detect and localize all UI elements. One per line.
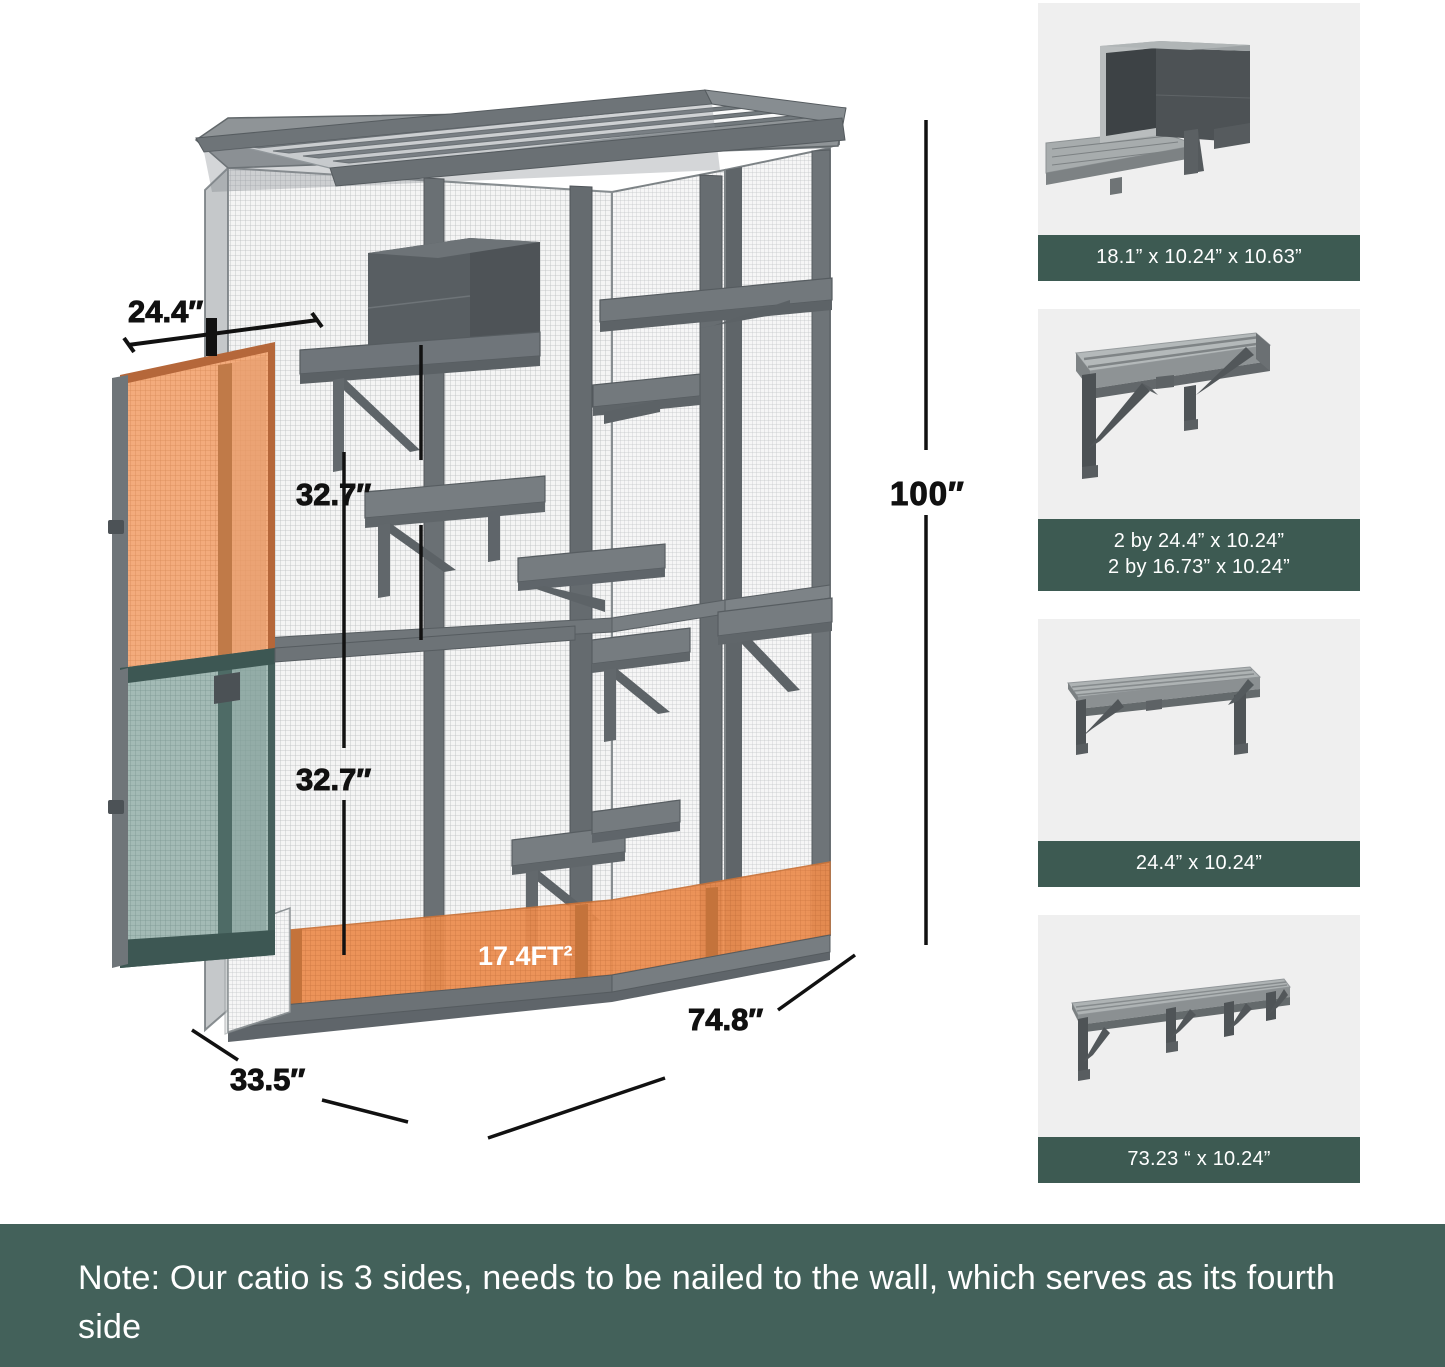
part-caption-line1: 24.4” x 10.24” bbox=[1135, 852, 1263, 874]
part-image-bracket-shelf-medium bbox=[1038, 619, 1360, 841]
part-card-cat-house-box: 18.1” x 10.24” x 10.63” bbox=[1038, 3, 1360, 281]
parts-card-list: 18.1” x 10.24” x 10.63” bbox=[1038, 3, 1360, 1211]
dim-label-74-8: 74.8″ bbox=[688, 1002, 763, 1037]
part-caption-bracket-shelf-wide: 2 by 24.4” x 10.24” 2 by 16.73” x 10.24” bbox=[1038, 519, 1360, 591]
dim-24-4 bbox=[122, 311, 324, 356]
dim-label-24-4: 24.4″ bbox=[128, 294, 203, 329]
part-caption-line1: 2 by 24.4” x 10.24” bbox=[1113, 530, 1285, 552]
dim-74-8 bbox=[487, 953, 857, 1140]
part-caption-bracket-shelf-medium: 24.4” x 10.24” bbox=[1038, 841, 1360, 887]
part-caption-line1: 73.23 “ x 10.24” bbox=[1127, 1148, 1271, 1170]
part-card-bracket-shelf-medium: 24.4” x 10.24” bbox=[1038, 619, 1360, 887]
door-hinge-lower bbox=[108, 800, 124, 814]
part-image-bracket-shelf-long bbox=[1038, 915, 1360, 1137]
catio-diagram: 17.4FT² bbox=[108, 89, 965, 1140]
dimension-annotations: 24.4″ 32.7″ 32.7″ 100″ bbox=[122, 120, 965, 1140]
part-image-bracket-shelf-wide bbox=[1038, 309, 1360, 519]
part-caption-bracket-shelf-long: 73.23 “ x 10.24” bbox=[1038, 1137, 1360, 1183]
dim-label-32-7-lower: 32.7″ bbox=[296, 762, 371, 797]
dim-label-100: 100″ bbox=[890, 475, 965, 512]
catio-body: 17.4FT² bbox=[194, 89, 847, 1042]
dim-33-5 bbox=[191, 1028, 409, 1124]
open-door bbox=[108, 342, 275, 968]
floor-area-label: 17.4FT² bbox=[478, 941, 573, 971]
part-card-bracket-shelf-long: 73.23 “ x 10.24” bbox=[1038, 915, 1360, 1183]
cat-house-box-3d bbox=[367, 238, 540, 367]
dim-label-33-5: 33.5″ bbox=[230, 1062, 305, 1097]
part-image-cat-house-box bbox=[1038, 3, 1360, 235]
note-banner: Note: Our catio is 3 sides, needs to be … bbox=[0, 1224, 1445, 1367]
dim-label-32-7-upper: 32.7″ bbox=[296, 477, 371, 512]
part-card-bracket-shelf-wide: 2 by 24.4” x 10.24” 2 by 16.73” x 10.24” bbox=[1038, 309, 1360, 591]
part-caption-cat-house-box: 18.1” x 10.24” x 10.63” bbox=[1038, 235, 1360, 281]
door-hinge-upper bbox=[108, 520, 124, 534]
part-caption-line1: 18.1” x 10.24” x 10.63” bbox=[1096, 246, 1302, 268]
part-caption-line2: 2 by 16.73” x 10.24” bbox=[1108, 556, 1290, 578]
note-text: Note: Our catio is 3 sides, needs to be … bbox=[78, 1259, 1335, 1347]
